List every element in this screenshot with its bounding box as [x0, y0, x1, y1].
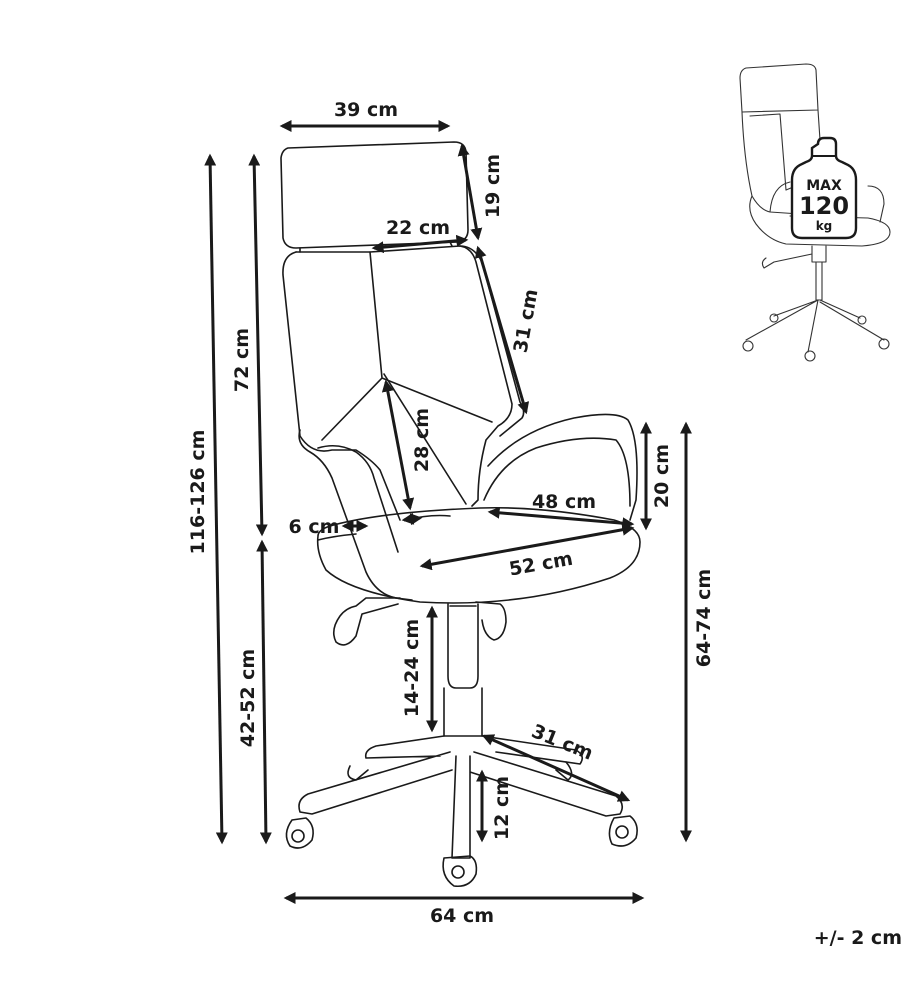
armrest-floor-height-label: 64-74 cm: [693, 569, 715, 667]
caster-back-left: [347, 765, 369, 781]
chair-drawing: [280, 141, 641, 888]
seat-depth-label: 52 cm: [507, 548, 574, 581]
gas-lift: [443, 603, 483, 737]
seat-outline: [316, 506, 641, 604]
base-height-label: 12 cm: [491, 776, 513, 840]
gas-lift-label: 14-24 cm: [401, 619, 423, 717]
caster-front: [442, 855, 478, 888]
dimension-labels: 39 cm 19 cm 22 cm 31 cm 116-126 cm 72 cm…: [187, 99, 902, 949]
armrest-width-label: 6 cm: [289, 516, 340, 538]
lumbar-height-label: 28 cm: [411, 408, 433, 472]
tilt-lever: [332, 597, 401, 646]
seat-width-label: 48 cm: [532, 491, 596, 513]
seat-height-label: 42-52 cm: [237, 649, 259, 747]
base-width-label: 64 cm: [430, 905, 494, 927]
max-load-unit: kg: [816, 219, 833, 233]
total-height-label: 116-126 cm: [187, 430, 209, 555]
max-load-value: 120: [799, 192, 849, 220]
backrest-side-height-label: 31 cm: [510, 287, 543, 354]
backrest-inner-width-label: 22 cm: [386, 217, 450, 239]
headrest-width-label: 39 cm: [334, 99, 398, 121]
armrest-height-label: 20 cm: [651, 444, 673, 508]
tolerance-label: +/- 2 cm: [814, 927, 902, 949]
caster-right: [608, 815, 638, 847]
caster-left: [285, 817, 314, 849]
headrest-height-label: 19 cm: [482, 154, 504, 218]
dimension-arrows: [204, 120, 692, 904]
left-armrest: [298, 429, 413, 601]
max-load-weight-icon: MAX 120 kg: [790, 136, 858, 240]
max-load-label: MAX: [806, 178, 842, 194]
backrest-total-height-label: 72 cm: [231, 328, 253, 392]
chair-thumbnail: MAX 120 kg: [739, 63, 891, 362]
right-armrest: [483, 413, 638, 521]
